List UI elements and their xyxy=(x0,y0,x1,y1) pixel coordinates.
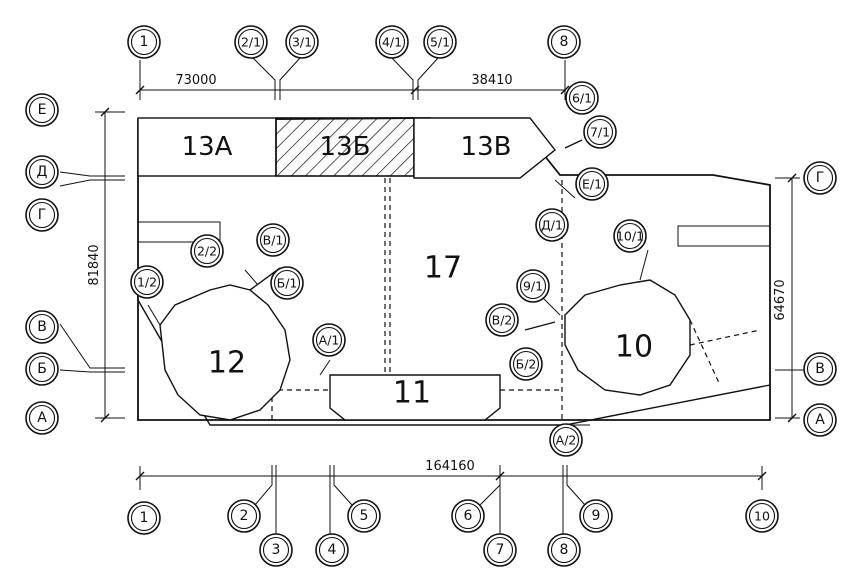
axis-label: А xyxy=(815,412,825,428)
axis-label: 9/1 xyxy=(523,279,543,294)
axis-label: Г xyxy=(38,207,47,223)
dimension-bottom: 164160 xyxy=(425,459,475,474)
axis-bubble-b-2: Б/2 xyxy=(509,347,543,381)
axis-label: 10 xyxy=(754,509,770,524)
axis-bubble-v-2: В/2 xyxy=(485,303,519,337)
axis-label: Б/2 xyxy=(516,357,537,372)
room-label-13b: 13Б xyxy=(320,132,371,162)
dimension-left: 81840 xyxy=(87,244,102,285)
axis-label: 7 xyxy=(496,542,505,558)
room-label-10: 10 xyxy=(615,330,653,365)
axis-bubble-left-v: В xyxy=(25,310,59,344)
axis-label: А xyxy=(37,410,47,426)
axis-label: В/2 xyxy=(492,313,513,328)
axis-bubble-right-a: А xyxy=(803,403,837,437)
axis-bubble-bottom-10: 10 xyxy=(745,499,779,533)
axis-label: В xyxy=(37,319,47,335)
axis-label: Г xyxy=(816,170,825,186)
axis-bubble-e-1: Е/1 xyxy=(575,167,609,201)
axis-bubble-v-1: В/1 xyxy=(256,223,290,257)
axis-bubble-bottom-1: 1 xyxy=(127,501,161,535)
axis-bubble-bottom-8: 8 xyxy=(547,533,581,567)
dimension-lines xyxy=(59,57,805,535)
axis-bubble-top-5-1: 5/1 xyxy=(423,25,457,59)
axis-label: Д/1 xyxy=(541,218,563,233)
axis-bubble-a-2: А/2 xyxy=(549,423,583,457)
block-13a xyxy=(137,117,277,177)
axis-label: А/2 xyxy=(556,433,577,448)
room-label-17: 17 xyxy=(424,251,462,286)
axis-label: 8 xyxy=(560,542,569,558)
axis-bubble-bottom-6: 6 xyxy=(451,499,485,533)
axis-label: 4 xyxy=(328,542,337,558)
axis-bubble-top-1: 1 xyxy=(127,25,161,59)
axis-bubble-7-1: 7/1 xyxy=(583,115,617,149)
dimension-right: 64670 xyxy=(773,279,788,320)
axis-label: 9 xyxy=(592,508,601,524)
small-structure-right xyxy=(677,225,771,247)
axis-label: 1 xyxy=(140,34,149,50)
axis-label: 4/1 xyxy=(382,35,402,50)
axis-bubble-1-2: 1/2 xyxy=(130,265,164,299)
axis-bubble-top-8: 8 xyxy=(547,25,581,59)
axis-bubble-b-1: Б/1 xyxy=(270,266,304,300)
axis-bubble-bottom-2: 2 xyxy=(227,499,261,533)
axis-bubble-bottom-7: 7 xyxy=(483,533,517,567)
block-13v xyxy=(413,117,556,179)
axis-label: Б xyxy=(37,361,47,377)
axis-bubble-left-a: А xyxy=(25,401,59,435)
axis-bubble-top-3-1: 3/1 xyxy=(285,25,319,59)
room-label-11: 11 xyxy=(393,376,431,411)
axis-bubble-9-1: 9/1 xyxy=(516,269,550,303)
axis-bubble-a-1: А/1 xyxy=(312,323,346,357)
axis-label: 8 xyxy=(560,34,569,50)
axis-bubble-top-2-1: 2/1 xyxy=(234,25,268,59)
building-12 xyxy=(159,284,291,421)
dimension-top-left: 73000 xyxy=(175,73,216,88)
axis-bubble-left-e: Е xyxy=(25,93,59,127)
axis-label: А/1 xyxy=(319,333,340,348)
axis-bubble-2-2: 2/2 xyxy=(190,234,224,268)
room-label-13a: 13А xyxy=(182,132,233,162)
axis-label: 7/1 xyxy=(590,125,610,140)
axis-label: 6 xyxy=(464,508,473,524)
axis-label: 10/1 xyxy=(616,229,644,244)
axis-bubble-right-v: В xyxy=(803,352,837,386)
axis-bubble-left-d: Д xyxy=(25,155,59,189)
axis-label: 2/1 xyxy=(241,35,261,50)
axis-bubble-right-g: Г xyxy=(803,161,837,195)
small-structure-left xyxy=(137,221,221,243)
axis-label: 5/1 xyxy=(430,35,450,50)
axis-bubble-d-1: Д/1 xyxy=(535,208,569,242)
axis-bubble-left-b: Б xyxy=(25,352,59,386)
axis-label: В xyxy=(815,361,825,377)
axis-bubble-bottom-9: 9 xyxy=(579,499,613,533)
axis-bubble-bottom-5: 5 xyxy=(347,499,381,533)
room-label-13v: 13В xyxy=(461,132,512,162)
axis-label: 3 xyxy=(272,542,281,558)
dimension-top-right: 38410 xyxy=(471,73,512,88)
building-11 xyxy=(329,374,501,421)
axis-label: 2 xyxy=(240,508,249,524)
axis-bubble-bottom-3: 3 xyxy=(259,533,293,567)
axis-label: 3/1 xyxy=(292,35,312,50)
axis-bubble-10-1: 10/1 xyxy=(613,219,647,253)
axis-label: 1/2 xyxy=(137,275,157,290)
axis-label: 6/1 xyxy=(572,91,592,106)
building-10 xyxy=(564,279,691,396)
axis-label: Д xyxy=(37,164,48,180)
axis-label: 1 xyxy=(140,510,149,526)
axis-bubble-bottom-4: 4 xyxy=(315,533,349,567)
axis-label: Е/1 xyxy=(582,177,602,192)
axis-label: Е xyxy=(38,102,47,118)
axis-bubble-top-4-1: 4/1 xyxy=(375,25,409,59)
axis-label: 5 xyxy=(360,508,369,524)
room-label-12: 12 xyxy=(208,346,246,381)
axis-bubble-6-1: 6/1 xyxy=(565,81,599,115)
axis-bubble-left-g: Г xyxy=(25,198,59,232)
axis-label: В/1 xyxy=(263,233,284,248)
axis-label: 2/2 xyxy=(197,244,217,259)
axis-label: Б/1 xyxy=(277,276,298,291)
